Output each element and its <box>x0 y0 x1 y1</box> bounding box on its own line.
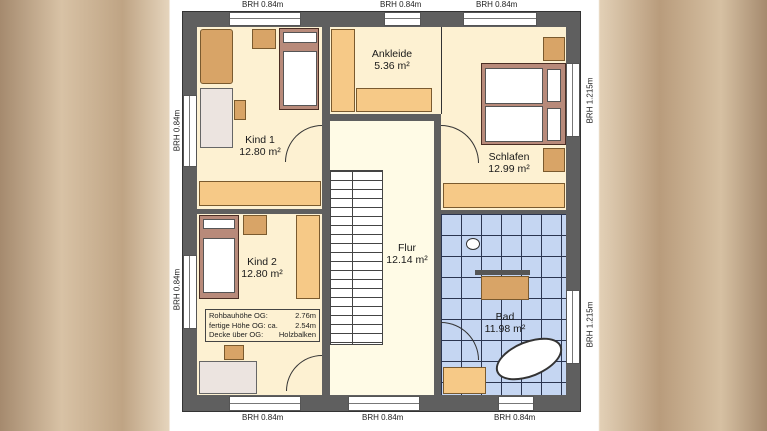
window-label-top-1: BRH 0.84m <box>242 0 284 9</box>
bed-kind2 <box>199 215 239 299</box>
window-top-1 <box>229 12 301 26</box>
window-bottom-2 <box>348 396 420 411</box>
window-label-top-3: BRH 0.84m <box>476 0 518 9</box>
wardrobe-schlafen <box>443 183 565 208</box>
wardrobe-kind2 <box>296 215 320 299</box>
window-label-top-2: BRH 0.84m <box>380 0 422 9</box>
window-label-bottom-1: BRH 0.84m <box>242 413 284 422</box>
wardrobe-kind1 <box>199 181 321 206</box>
wardrobe-ankleide-bottom <box>356 88 432 112</box>
double-bed <box>481 63 566 145</box>
nightstand-kind2 <box>243 215 267 235</box>
wall-divider-bad <box>475 270 530 275</box>
info-row: fertige Höhe OG: ca.2.54m <box>209 320 316 330</box>
nightstand <box>252 29 276 49</box>
partition-line <box>441 27 442 114</box>
window-left-2 <box>183 255 197 329</box>
window-label-left-1: BRH 0.84m <box>172 109 182 152</box>
window-top-2 <box>384 12 421 26</box>
desk-kind2 <box>199 361 257 394</box>
window-label-right-2: BRH 1.215m <box>585 301 595 348</box>
wardrobe-ankleide-left <box>331 29 355 112</box>
chair <box>234 100 246 120</box>
window-label-right-1: BRH 1.215m <box>585 77 595 124</box>
window-bottom-1 <box>229 396 301 411</box>
window-right-1 <box>566 63 580 137</box>
window-top-3 <box>463 12 537 26</box>
staircase <box>330 170 383 345</box>
chair-kind2 <box>224 345 244 360</box>
desk-kind1 <box>200 88 233 148</box>
window-label-bottom-3: BRH 0.84m <box>494 413 536 422</box>
nightstand-schlafen-2 <box>543 148 565 172</box>
double-sink <box>481 276 529 300</box>
window-label-bottom-2: BRH 0.84m <box>362 413 404 422</box>
info-row: Decke über OG:Holzbalken <box>209 330 316 339</box>
toilet-icon <box>466 238 480 250</box>
window-right-2 <box>566 290 580 364</box>
window-left-1 <box>183 95 197 167</box>
window-bottom-3 <box>498 396 534 411</box>
window-label-left-2: BRH 0.84m <box>172 268 182 311</box>
bed-kind1 <box>279 28 319 110</box>
nightstand-schlafen-1 <box>543 37 565 61</box>
sofa <box>200 29 233 84</box>
info-box: Rohbauhöhe OG:2.76m fertige Höhe OG: ca.… <box>205 309 320 342</box>
info-row: Rohbauhöhe OG:2.76m <box>209 311 316 320</box>
bad-cabinet <box>443 367 486 394</box>
